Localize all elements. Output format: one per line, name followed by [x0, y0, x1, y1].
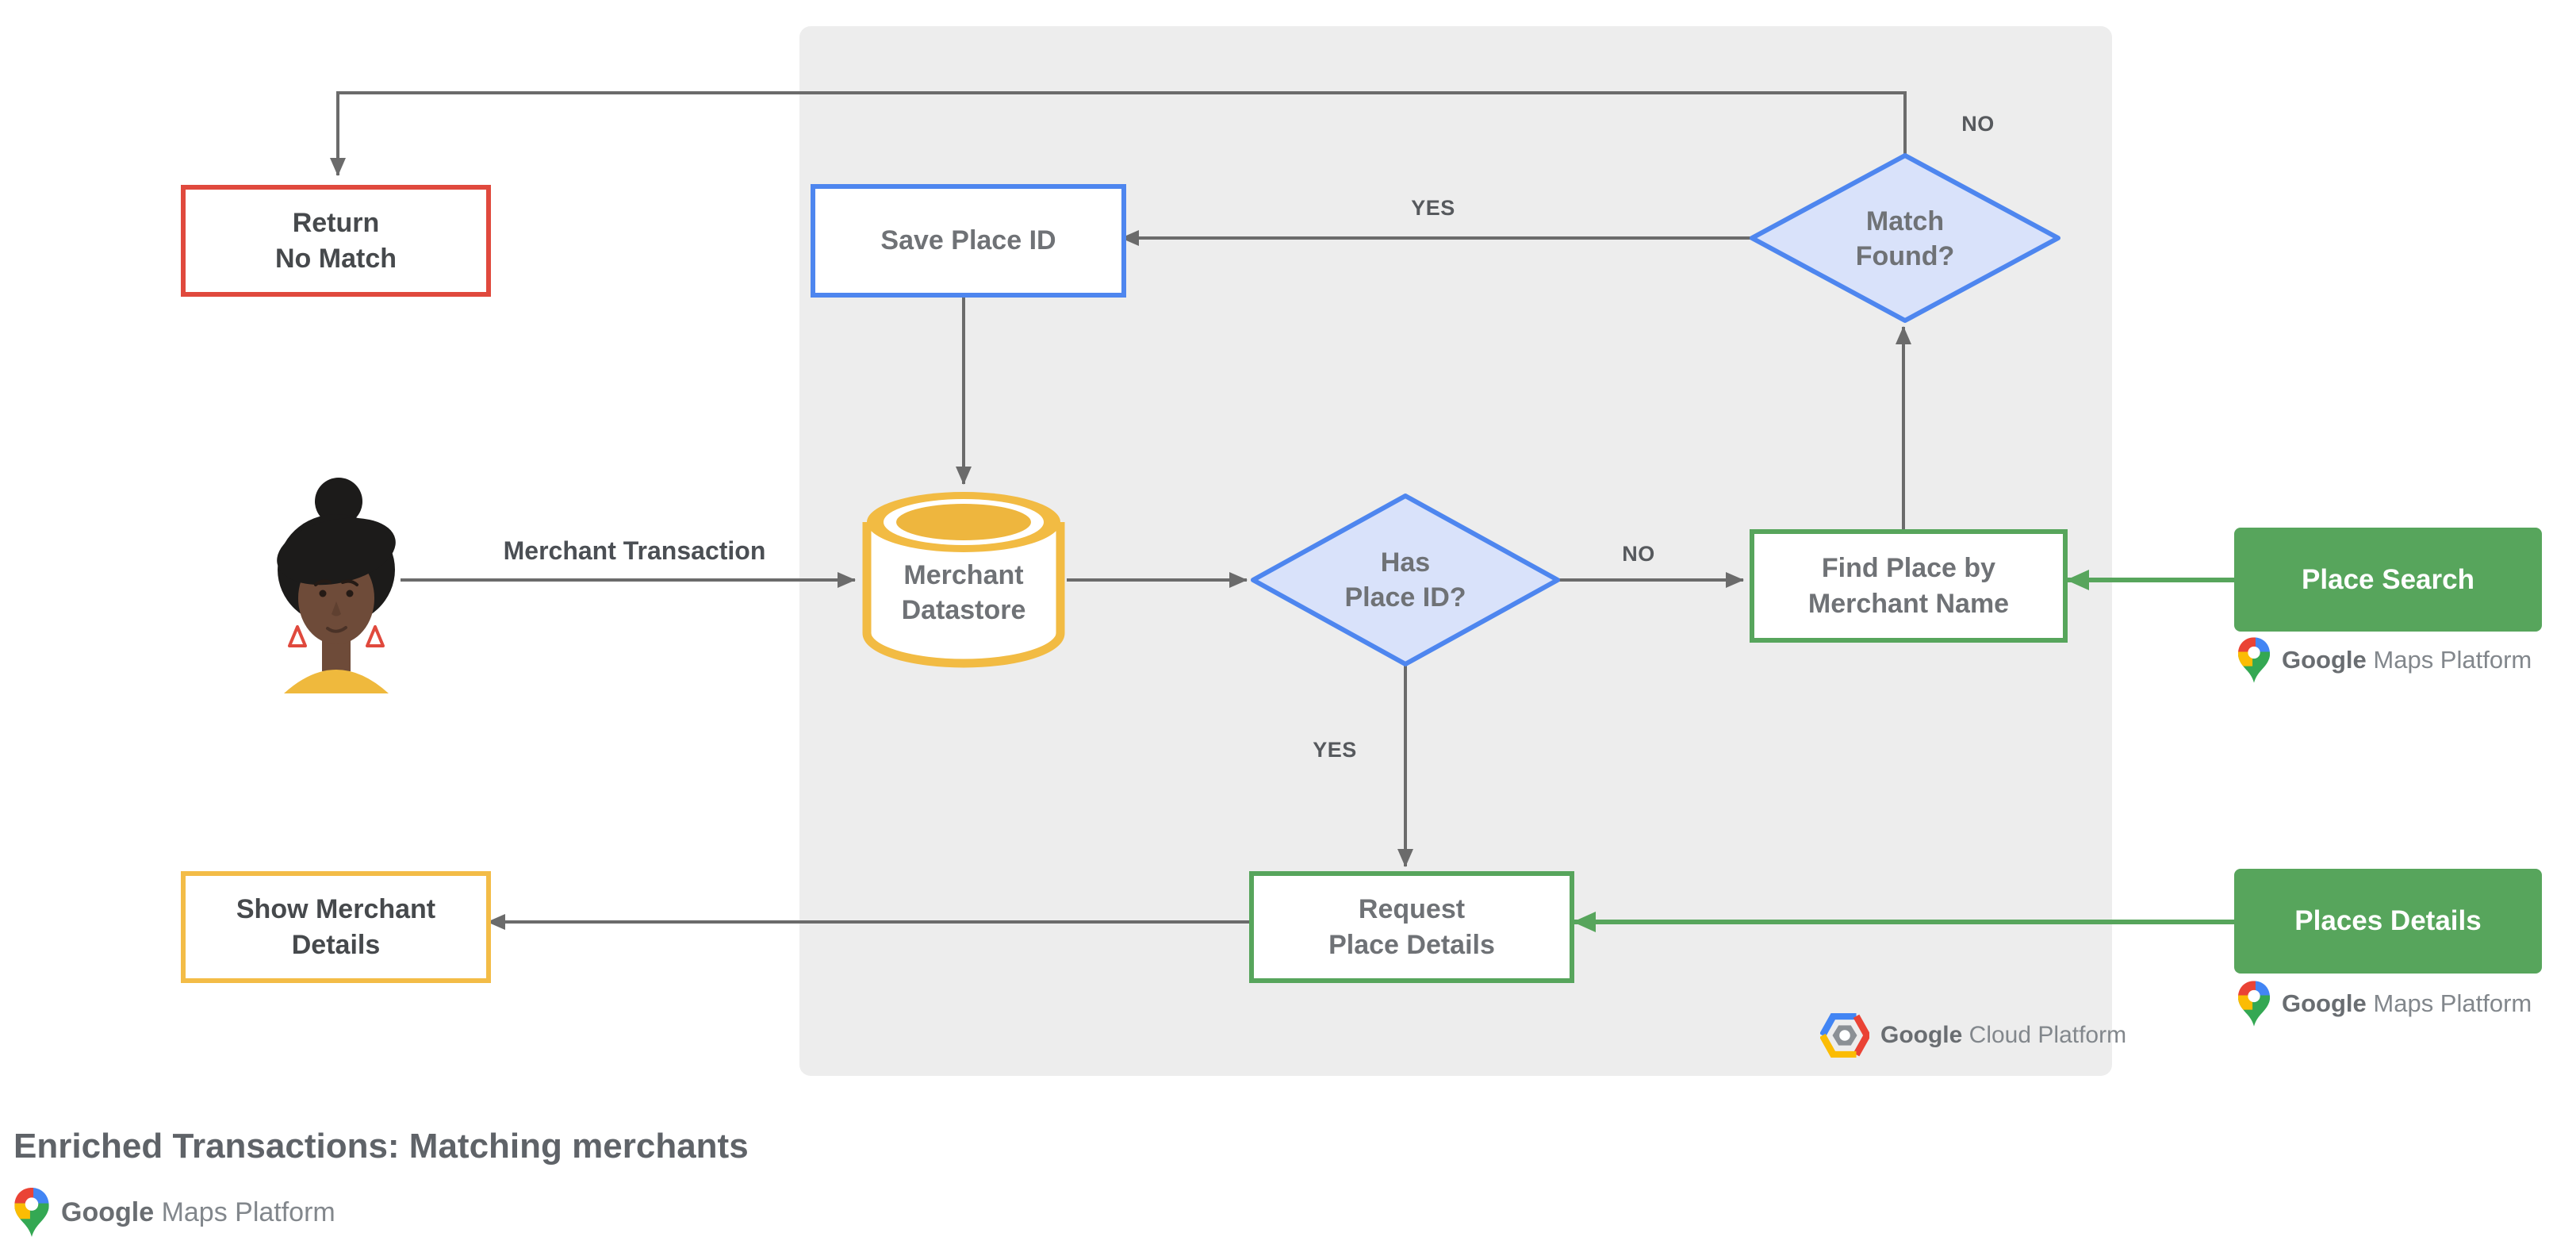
find-place-box: Find Place by Merchant Name [1750, 529, 2068, 643]
merchant-transaction-label: Merchant Transaction [503, 536, 766, 565]
gcp-product-text: Cloud Platform [1968, 1022, 2127, 1048]
no-label-has-place-id: NO [1622, 541, 1655, 566]
show-merchant-details-box: Show Merchant Details [181, 871, 491, 983]
has-place-id-diamond [1251, 494, 1560, 666]
gmp-product-text: Maps Platform [161, 1196, 335, 1227]
place-search-label: Place Search [2302, 563, 2474, 595]
gmp-brand-text: Google [61, 1196, 162, 1227]
gcp-brand-text: Google [1880, 1022, 1969, 1048]
yes-label-match-found: YES [1411, 195, 1455, 220]
find-place-label: Find Place by Merchant Name [1807, 553, 2010, 619]
gmp-logo-places-details: Google Maps Platform [2237, 980, 2532, 1027]
return-no-match-label: Return No Match [275, 208, 397, 274]
merchant-datastore-label: Merchant Datastore [901, 559, 1026, 625]
request-place-details-label: Request Place Details [1328, 894, 1495, 960]
place-search-pill: Place Search [2234, 528, 2542, 632]
maps-pin-icon [2237, 637, 2271, 683]
merchant-datastore-cylinder [862, 492, 1065, 668]
gmp-logo-place-search: Google Maps Platform [2237, 636, 2532, 684]
no-label-match-found: NO [1961, 111, 1995, 136]
maps-pin-icon [2237, 981, 2271, 1027]
save-place-id-box: Save Place ID [811, 184, 1126, 298]
places-details-pill: Places Details [2234, 869, 2542, 974]
match-found-label: Match Found? [1855, 205, 1955, 271]
yes-label-has-place-id: YES [1313, 737, 1357, 762]
gcp-hexagon-icon [1820, 1013, 1869, 1058]
gmp-product-text: Maps Platform [2373, 989, 2532, 1017]
request-place-details-box: Request Place Details [1249, 871, 1574, 983]
gmp-product-text: Maps Platform [2373, 646, 2532, 674]
places-details-label: Places Details [2294, 905, 2482, 936]
gmp-brand-text: Google [2282, 989, 2374, 1017]
maps-pin-icon [14, 1188, 49, 1237]
diagram-title: Enriched Transactions: Matching merchant… [13, 1127, 749, 1166]
show-merchant-details-label: Show Merchant Details [236, 894, 436, 960]
match-found-diamond [1750, 153, 2060, 323]
save-place-id-label: Save Place ID [880, 225, 1056, 256]
edge-match-found-no-to-return [330, 91, 1907, 176]
google-cloud-platform-logo: Google Cloud Platform [1820, 1013, 2126, 1058]
gmp-logo-footer: Google Maps Platform [13, 1187, 335, 1238]
return-no-match-box: Return No Match [181, 185, 491, 297]
person-avatar-icon [277, 478, 396, 693]
has-place-id-label: Has Place ID? [1344, 547, 1466, 613]
gmp-brand-text: Google [2282, 646, 2374, 674]
